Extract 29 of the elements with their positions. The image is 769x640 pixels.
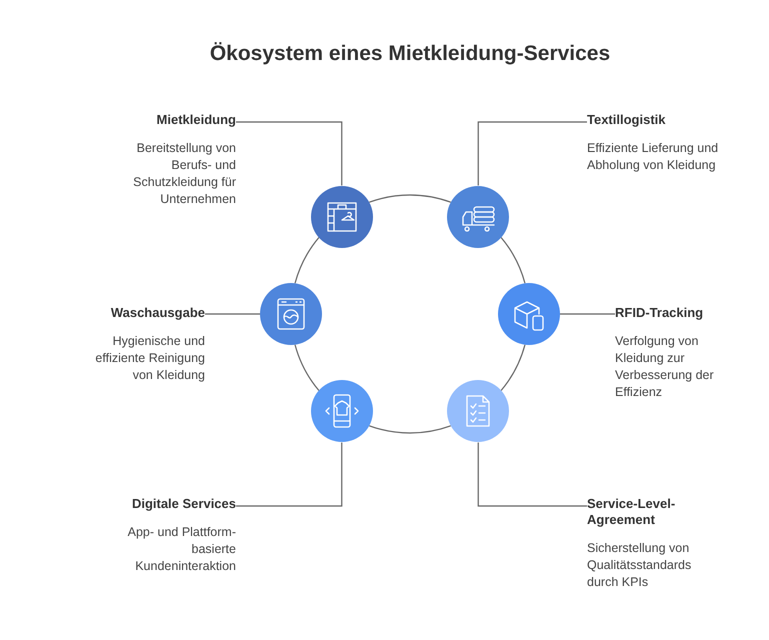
ring-arc — [500, 237, 526, 284]
item-description: Verfolgung von Kleidung zur Verbesserung der Effizienz — [615, 333, 715, 401]
item-heading: Waschausgabe — [110, 305, 205, 321]
leader-line — [236, 442, 342, 507]
ring-arc — [500, 344, 526, 391]
diagram-title: Ökosystem eines Mietkleidung-Services — [208, 42, 612, 66]
leader-line — [205, 313, 260, 315]
leader-line — [478, 121, 587, 186]
item-description: Bereitstellung von Berufs- und Schutzkleidung für Unternehmen — [132, 140, 236, 208]
ring-arc — [369, 194, 451, 203]
icon-circle — [310, 186, 373, 248]
icon-circle — [447, 186, 510, 248]
item-heading: Textillogistik — [587, 112, 666, 128]
ring-arc — [294, 344, 320, 391]
item-description: Sicherstellung von Qualitätsstandards durch KPIs — [587, 540, 692, 591]
ring-arc — [294, 237, 320, 284]
item-description: Effiziente Lieferung und Abholung von Kleidung — [587, 140, 720, 174]
icon-circle — [447, 380, 510, 442]
leader-line — [478, 442, 587, 507]
icon-circle — [310, 380, 373, 442]
item-description: Hygienische und effiziente Reinigung von Kleidung — [94, 333, 205, 384]
item-heading: Mietkleidung — [156, 112, 236, 128]
leader-line — [560, 313, 615, 315]
item-heading: Service-Level-Agreement — [587, 496, 676, 528]
item-description: App- und Plattform-basierte Kundeninteraktion — [126, 524, 236, 575]
item-heading: RFID-Tracking — [615, 305, 704, 321]
ring-arc — [369, 425, 451, 434]
item-heading: Digitale Services — [130, 496, 236, 512]
leader-line — [236, 121, 342, 186]
